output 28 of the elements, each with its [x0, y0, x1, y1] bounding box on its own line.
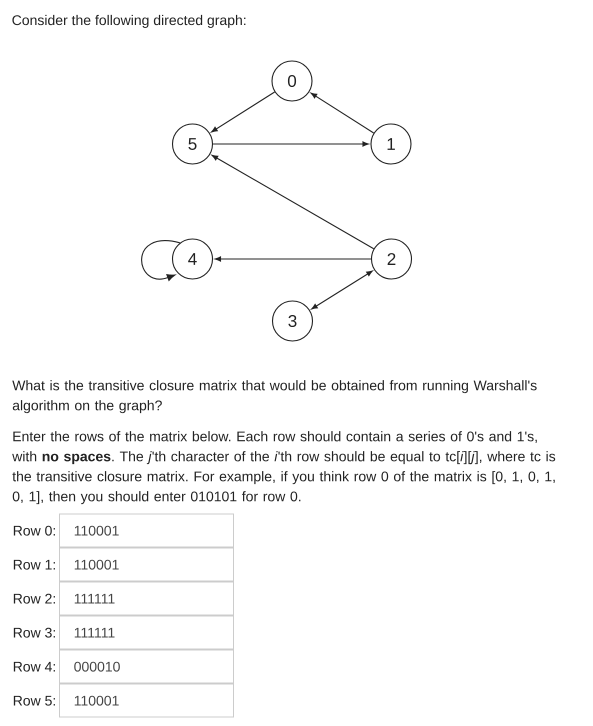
field-label: Row 5: — [14, 696, 55, 706]
paragraph: Enter the rows of the matrix below. Each row should contain a series of 0's and 1's, with no spaces. The j'th character of the i'th row should be equal to tc[i][j], where tc is the transitive closure matrix. For example, if you think row 0 of the matrix is [0, 1, 0, 1, 0, 1], then you should enter 010101 for row 0. — [12, 431, 556, 504]
arrow — [212, 154, 374, 250]
arrow — [311, 270, 373, 310]
graph-node: 2 — [370, 238, 412, 280]
input-field: 110001 — [59, 548, 234, 582]
arrow — [214, 256, 371, 262]
input-field: 000010 — [59, 650, 234, 684]
arrow — [310, 92, 374, 134]
graph-node: 1 — [370, 123, 412, 165]
input-field: 110001 — [59, 514, 234, 548]
graph-node: 5 — [172, 123, 214, 165]
input-field: 110001 — [59, 684, 234, 718]
field-label: Row 3: — [14, 628, 55, 638]
field-label: Row 1: — [14, 560, 55, 570]
graph-node: 3 — [272, 300, 314, 342]
loop-arrow — [141, 240, 180, 281]
arrow — [211, 92, 275, 132]
graph-node: 0 — [271, 60, 313, 102]
heading: Consider the following directed graph: — [12, 14, 246, 28]
input-field: 111111 — [59, 616, 234, 650]
paragraph: What is the transitive closure matrix that would be obtained from running Warshall's algorithm on the graph? — [12, 380, 537, 414]
arrow — [213, 141, 369, 147]
field-label: Row 4: — [14, 662, 55, 672]
input-field: 111111 — [59, 582, 234, 616]
field-label: Row 0: — [14, 526, 55, 536]
graph-node: 4 — [172, 238, 214, 280]
field-label: Row 2: — [14, 594, 55, 604]
